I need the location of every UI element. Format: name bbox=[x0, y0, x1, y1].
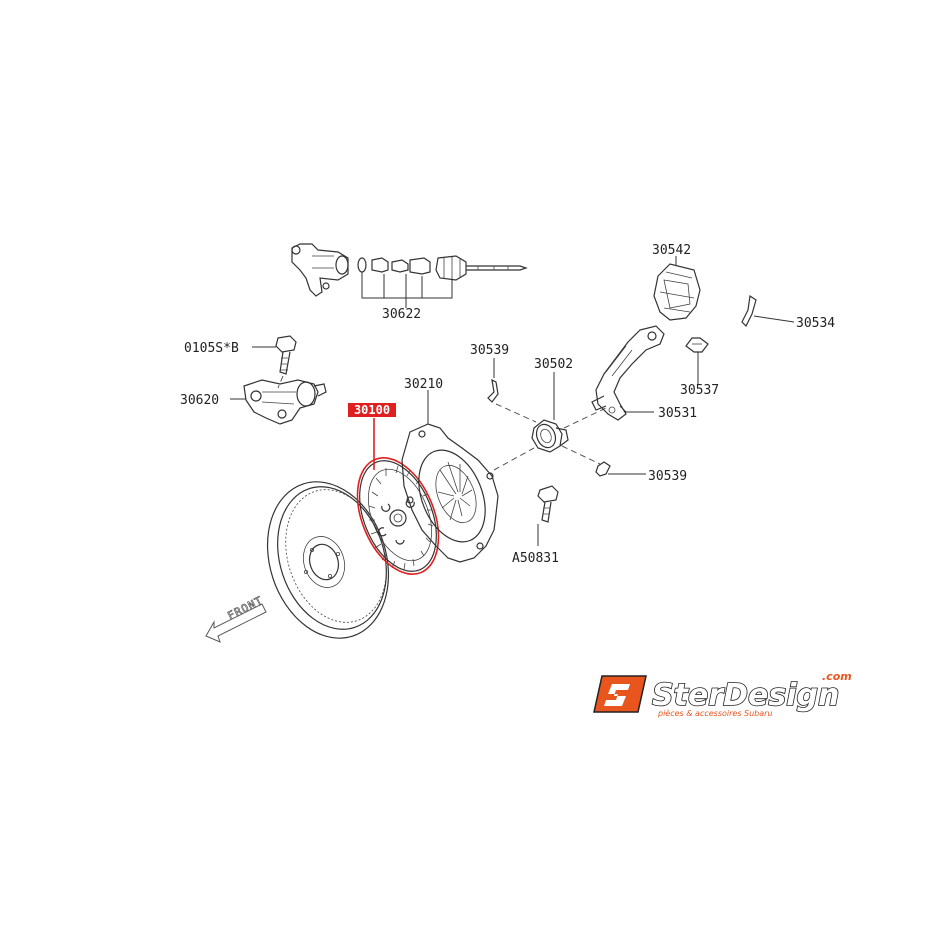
axis-line-clip-top bbox=[495, 403, 537, 423]
label-30531[interactable]: 30531 bbox=[658, 406, 697, 421]
clip-top[interactable] bbox=[487, 378, 499, 403]
label-30539-bottom[interactable]: 30539 bbox=[648, 469, 687, 484]
clutch-cover[interactable] bbox=[401, 423, 499, 563]
label-30100[interactable]: 30100 bbox=[354, 403, 390, 417]
leader-30531 bbox=[619, 405, 654, 413]
label-30620[interactable]: 30620 bbox=[180, 393, 219, 408]
label-30534[interactable]: 30534 bbox=[796, 316, 835, 331]
master-cylinder[interactable] bbox=[291, 243, 349, 297]
clip-bottom[interactable] bbox=[595, 461, 611, 477]
bolt-axis-line bbox=[277, 375, 284, 389]
front-arrow-icon bbox=[205, 603, 267, 643]
clutch-disc[interactable] bbox=[345, 449, 452, 582]
logo-domain: .com bbox=[822, 670, 852, 683]
clutch-disc-highlight bbox=[356, 457, 440, 575]
leader-30622 bbox=[361, 272, 453, 308]
logo-tagline: pièces & accessoires Subaru bbox=[657, 708, 773, 718]
label-30537[interactable]: 30537 bbox=[680, 383, 719, 398]
label-30622[interactable]: 30622 bbox=[382, 307, 421, 322]
bolt-A50831[interactable] bbox=[537, 485, 559, 523]
sj-monogram-icon bbox=[593, 675, 647, 713]
pivot[interactable] bbox=[685, 337, 709, 353]
bolt-0105SB[interactable] bbox=[275, 335, 297, 375]
release-bearing[interactable] bbox=[531, 419, 569, 453]
sterdesign-logo: SterDesign .com pièces & accessoires Sub… bbox=[593, 670, 852, 718]
axis-line-clip-bottom bbox=[561, 445, 601, 465]
leader-30534 bbox=[753, 315, 795, 323]
axis-line-bearing-fork bbox=[563, 407, 607, 429]
label-A50831[interactable]: A50831 bbox=[512, 551, 559, 566]
label-0105SB[interactable]: 0105S*B bbox=[184, 341, 239, 356]
logo-name: SterDesign bbox=[652, 678, 839, 713]
label-30210[interactable]: 30210 bbox=[404, 377, 443, 392]
label-30502[interactable]: 30502 bbox=[534, 357, 573, 372]
callout-box-30100[interactable] bbox=[348, 403, 396, 417]
release-fork[interactable] bbox=[591, 325, 665, 421]
clip-30534[interactable] bbox=[741, 294, 757, 328]
release-fork-boot[interactable] bbox=[653, 263, 701, 321]
label-30539-top[interactable]: 30539 bbox=[470, 343, 509, 358]
operating-cylinder[interactable] bbox=[243, 379, 327, 425]
master-cylinder-kit-parts[interactable] bbox=[357, 255, 528, 281]
axis-line-cover-bearing bbox=[493, 447, 535, 471]
label-30542[interactable]: 30542 bbox=[652, 243, 691, 258]
